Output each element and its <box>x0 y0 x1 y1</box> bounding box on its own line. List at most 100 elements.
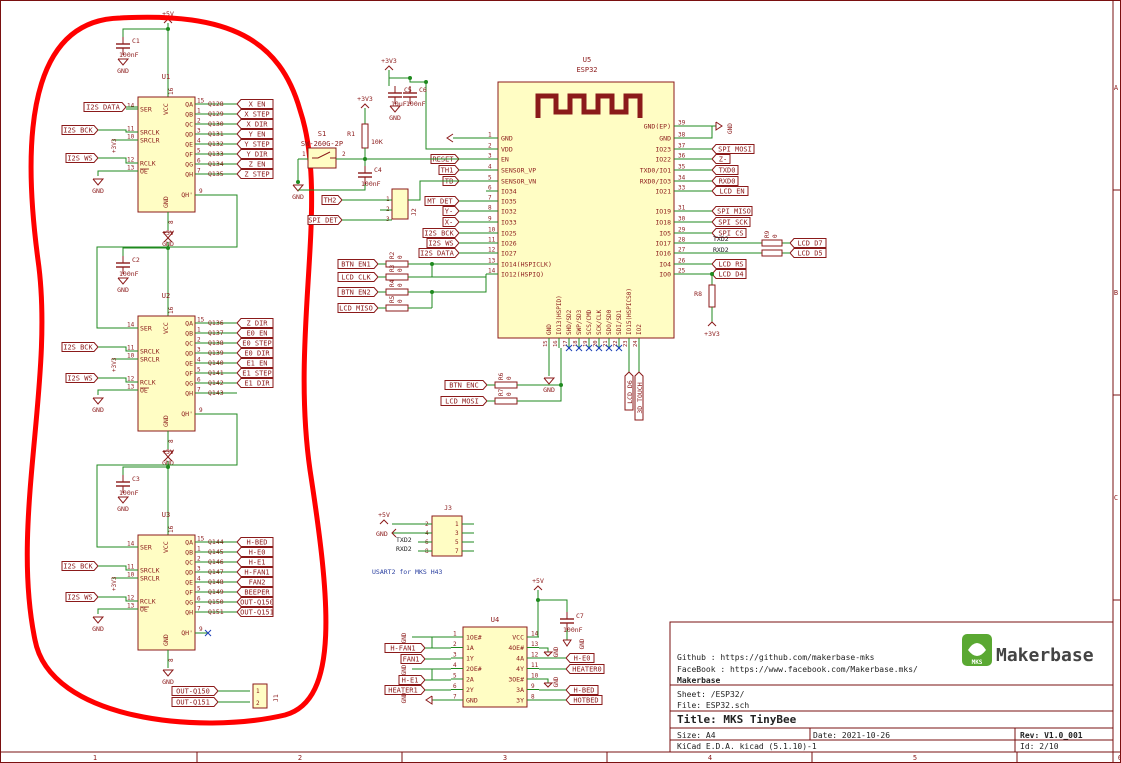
pin-number: 14 <box>127 103 135 110</box>
connector-caption: USART2 for MKS H43 <box>372 568 443 576</box>
net-label-e1_step-flag <box>236 368 274 378</box>
ground-icon <box>117 496 130 504</box>
pin-name: VDD <box>501 146 513 154</box>
junction-dot <box>166 465 170 469</box>
kicad-version: KiCad E.D.A. kicad (5.1.10)-1 <box>677 742 817 751</box>
net-label-e0_en: E0_EN <box>246 330 267 338</box>
net-label-i2s-data: I2S_DATA <box>420 250 455 258</box>
switch-part: SW-260G-2P <box>301 140 343 148</box>
pin-name: VCC <box>512 634 524 642</box>
pin-number: 33 <box>678 185 686 192</box>
resistor-body <box>385 273 409 281</box>
resistor-ref: R4 <box>389 279 396 287</box>
switch-lever <box>312 151 331 159</box>
ground-label: GND <box>389 114 401 122</box>
net-label-i2s-bck-flag <box>61 561 99 571</box>
resistor-value: 0 <box>772 234 779 238</box>
pin-name: IO0 <box>659 271 671 279</box>
net-label-x-minus: X- <box>445 219 453 227</box>
pin-number: 14 <box>531 631 539 638</box>
resistor-body <box>385 304 409 312</box>
capacitor-ref: C7 <box>576 612 584 620</box>
ground-icon <box>425 695 433 705</box>
net-label-hotbed-flag <box>565 695 603 705</box>
power-label: +5V <box>162 229 174 237</box>
ground-icon <box>292 184 305 192</box>
pin-number: 20 <box>593 340 599 347</box>
net-label-h-e0: H-E0 <box>574 655 591 663</box>
net-label-lcd-d5-flag <box>789 248 827 258</box>
column-marker: 1 <box>93 754 97 762</box>
power-arrow-icon <box>360 103 370 109</box>
pin-name: QA <box>185 101 193 109</box>
pin-name: SER <box>140 325 152 333</box>
pin-number: 2 <box>256 700 260 707</box>
pin-number: 2 <box>453 641 457 648</box>
wire <box>298 184 366 191</box>
ground-icon <box>162 231 175 239</box>
output-label: Q151 <box>208 608 224 616</box>
power-arrow-icon <box>384 65 394 71</box>
capacitor-value: 10uF <box>391 100 407 108</box>
net-label-e1_dir: E1_DIR <box>244 380 270 388</box>
pin-number: 6 <box>197 158 201 165</box>
net-label-h-bed-flag <box>236 537 274 547</box>
pin-number: 5 <box>453 673 457 680</box>
buffer-u4 <box>462 626 528 708</box>
pin-name: QH' <box>181 629 193 637</box>
module-part: ESP32 <box>576 66 597 74</box>
output-label: Q144 <box>208 538 224 546</box>
pin-number: 9 <box>531 683 535 690</box>
net-label-i2s-bck: I2S_BCK <box>63 344 93 352</box>
net-label-spi-miso-flag <box>711 206 753 216</box>
column-marker: 4 <box>708 754 712 762</box>
connector-ref: J3 <box>444 504 452 512</box>
ground-label: GND <box>92 625 104 633</box>
ground-icon <box>562 639 572 647</box>
pin-number: 14 <box>127 541 135 548</box>
no-connect-mark <box>595 344 603 352</box>
net-label-out-q151-flag <box>171 697 219 707</box>
pin-number: 15 <box>543 340 549 347</box>
pin-number: 30 <box>678 216 686 223</box>
resistor-value: 0 <box>506 392 513 396</box>
resistor-ref: R1 <box>347 130 355 138</box>
net-label-btn-en2-flag <box>337 287 379 297</box>
file-name: File: ESP32.sch <box>677 701 749 710</box>
connector-j1 <box>252 683 268 709</box>
pin-number: 7 <box>455 548 459 555</box>
pin-name: SHD/SD2 <box>566 309 573 335</box>
pin-name: GND(EP) <box>644 123 671 131</box>
net-label-h-fan1-flag <box>236 567 274 577</box>
net-label-lcd-d5: LCD_D5 <box>797 250 822 258</box>
net-label-x_en-flag <box>236 99 274 109</box>
pin-name: OE <box>140 606 148 614</box>
pin-name: GND <box>546 324 553 335</box>
wire <box>425 82 486 150</box>
resistor-value: 0 <box>506 376 513 380</box>
net-label-h-e1: H-E1 <box>249 559 266 567</box>
pin-number: 9 <box>199 407 203 414</box>
output-label: Q143 <box>208 389 224 397</box>
ground-label: GND <box>553 676 560 687</box>
pin-number: 29 <box>678 227 686 234</box>
pin-name: 1Y <box>466 655 474 663</box>
net-label-lcd-clk-flag <box>337 272 379 282</box>
pin-number: 25 <box>678 268 686 275</box>
pin-name: IO22 <box>655 156 671 164</box>
pin-number: 3 <box>197 566 201 573</box>
net-label-x_dir: X_DIR <box>246 121 268 129</box>
net-label-spi-mosi-flag <box>711 144 755 154</box>
shift-register-ref: U2 <box>162 292 170 300</box>
pin-number: 14 <box>127 322 135 329</box>
pin-number: 8 <box>168 658 175 662</box>
pin-number: 7 <box>197 168 201 175</box>
net-label-out-q151: OUT-Q151 <box>176 699 210 707</box>
shift-register-ref: U3 <box>162 511 170 519</box>
output-label: Q137 <box>208 329 224 337</box>
output-label: Q133 <box>208 150 224 158</box>
pin-name: IO16 <box>655 250 671 258</box>
no-connect-mark <box>204 629 212 637</box>
wire <box>388 70 426 83</box>
pin-name: IO17 <box>655 240 671 248</box>
